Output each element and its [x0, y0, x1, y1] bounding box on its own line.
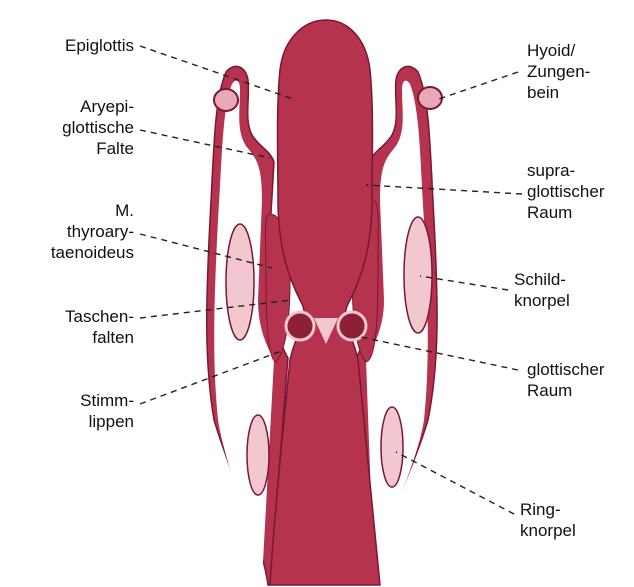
- left-cricoid-cartilage: [247, 415, 269, 495]
- label-m-thyroarytaenoideus: M. thyroary- taenoideus: [51, 200, 134, 263]
- label-stimmlippen: Stimm- lippen: [80, 390, 134, 432]
- left-vocal-fold: [286, 312, 314, 340]
- right-cricoid-cartilage: [381, 407, 403, 487]
- label-taschenfalten: Taschen- falten: [65, 306, 134, 348]
- leader-ringknorpel: [396, 452, 514, 514]
- right-vocal-fold: [338, 312, 366, 340]
- left-thyroid-cartilage: [226, 224, 254, 340]
- label-aryepiglottische-falte: Aryepi- glottische Falte: [62, 96, 134, 159]
- label-ringknorpel: Ring- knorpel: [520, 499, 576, 541]
- label-supraglottischer-raum: supra- glottischer Raum: [527, 160, 604, 223]
- label-glottischer-raum: glottischer Raum: [527, 359, 604, 401]
- leader-hyoid: [436, 72, 518, 100]
- right-hyoid-bone: [418, 87, 442, 109]
- right-thyroid-cartilage: [404, 217, 432, 333]
- label-epiglottis: Epiglottis: [65, 35, 134, 56]
- label-hyoid: Hyoid/ Zungen- bein: [527, 40, 590, 103]
- left-hyoid-bone: [214, 89, 238, 111]
- label-schildknorpel: Schild- knorpel: [514, 269, 570, 311]
